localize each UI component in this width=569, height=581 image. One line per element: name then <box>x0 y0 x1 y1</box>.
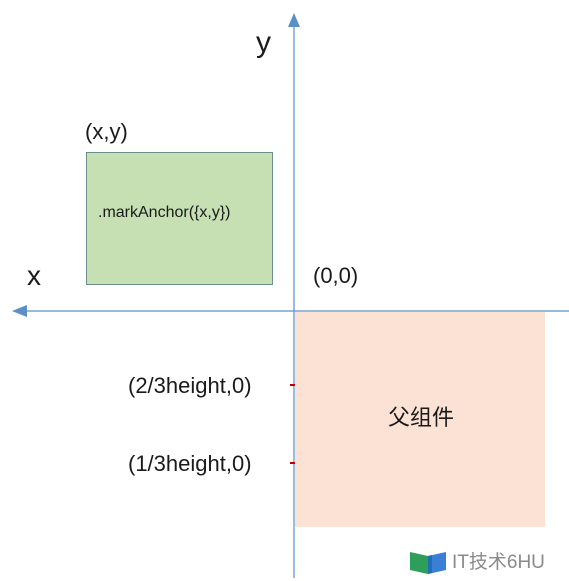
parent-component-label: 父组件 <box>388 405 455 430</box>
origin-label: (0,0) <box>313 263 359 288</box>
book-icon <box>410 552 446 574</box>
mark-anchor-label: .markAnchor({x,y}) <box>98 204 231 221</box>
y-axis-label: y <box>256 26 271 59</box>
tick-label-one-third: (1/3height,0) <box>128 451 252 476</box>
anchor-coordinate-label: (x,y) <box>85 119 128 144</box>
x-axis-arrow-icon <box>12 305 27 317</box>
parent-component-box <box>295 312 545 527</box>
y-axis-arrow-icon <box>288 13 300 27</box>
tick-label-two-thirds: (2/3height,0) <box>128 373 252 398</box>
watermark-text: IT技术6HU <box>452 551 545 573</box>
child-component-box <box>86 152 273 285</box>
watermark: IT技术6HU <box>408 548 545 576</box>
x-axis-label: x <box>27 260 41 291</box>
